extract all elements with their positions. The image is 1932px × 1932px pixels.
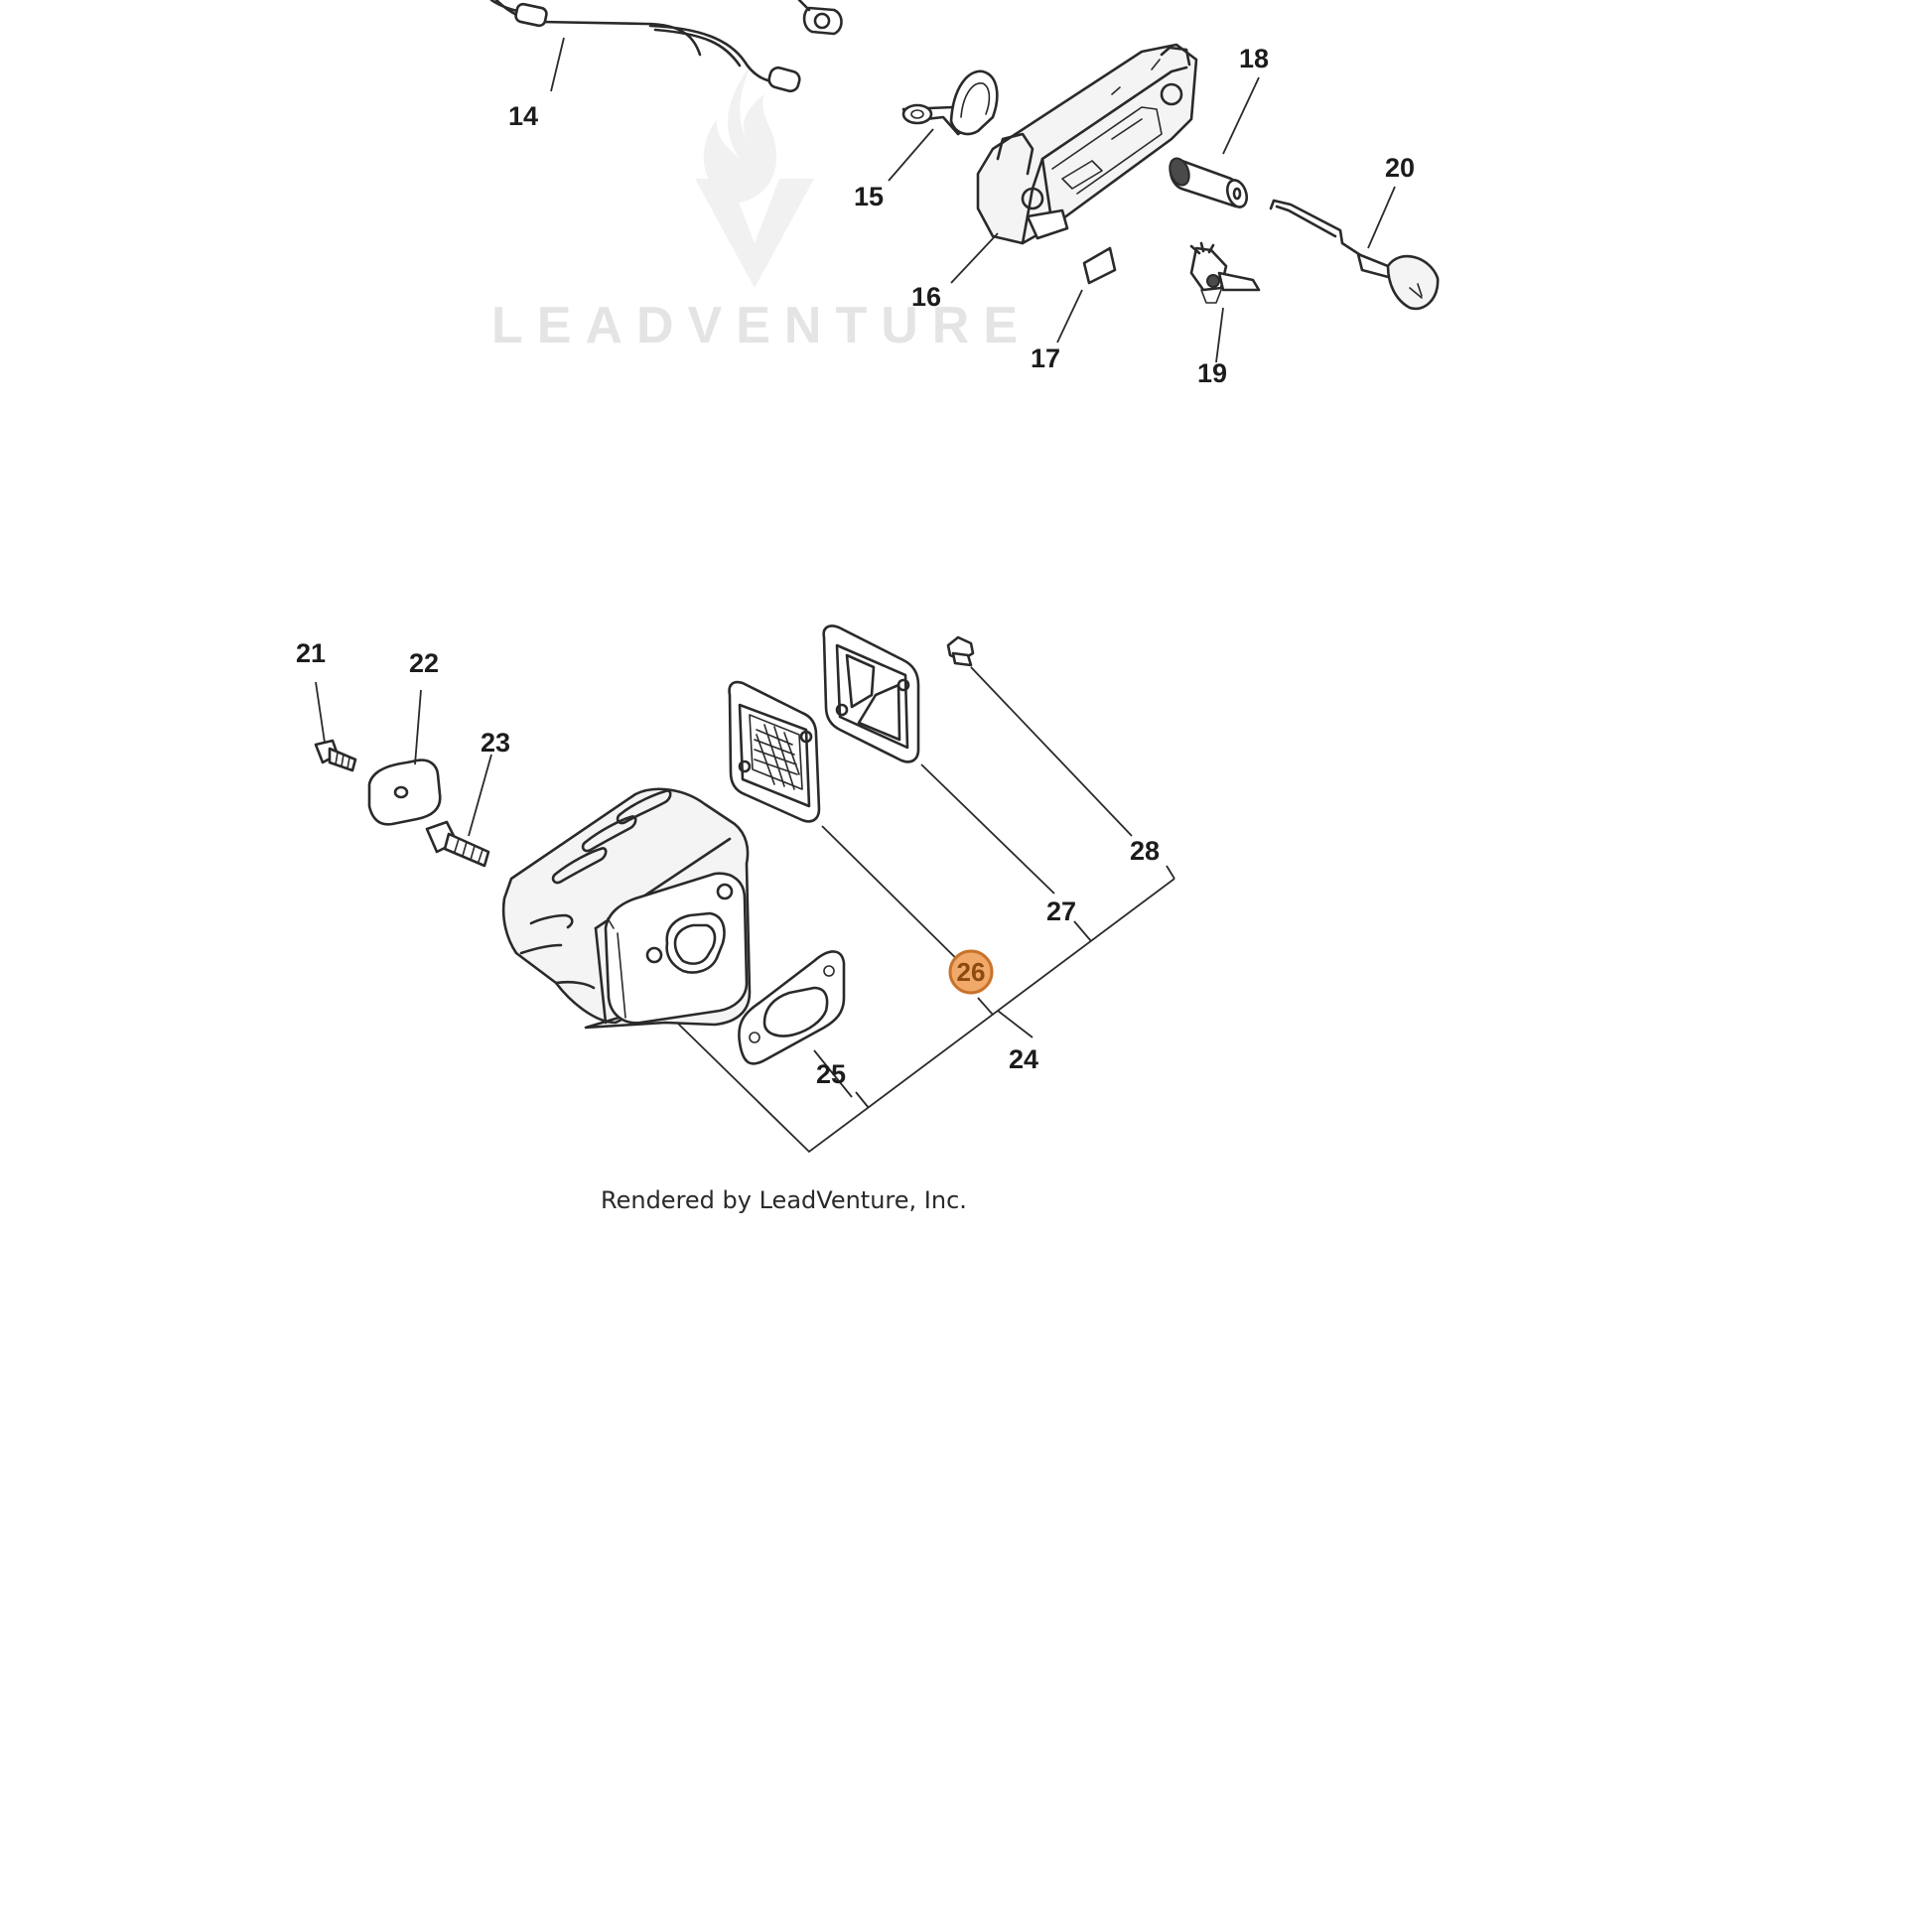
part-26-screen xyxy=(728,680,821,823)
callout-19[interactable]: 19 xyxy=(1197,358,1227,388)
part-19-switch xyxy=(1189,241,1261,304)
callout-27[interactable]: 27 xyxy=(1046,897,1076,926)
part-22-plate xyxy=(367,759,442,826)
part-14-wire-harness xyxy=(489,0,843,93)
part-24-muffler xyxy=(501,787,752,1030)
leader-lines xyxy=(315,37,1396,1154)
flame-v-logo-icon xyxy=(695,60,814,288)
watermark: LEADVENTURE xyxy=(491,60,1032,354)
callout-25[interactable]: 25 xyxy=(816,1059,846,1089)
callout-15[interactable]: 15 xyxy=(854,182,884,211)
callout-21[interactable]: 21 xyxy=(296,638,326,668)
render-credit: Rendered by LeadVenture, Inc. xyxy=(601,1186,967,1214)
callout-16[interactable]: 16 xyxy=(911,282,941,312)
part-18-sleeve xyxy=(1169,157,1249,208)
part-25-gasket xyxy=(738,950,846,1065)
callout-23[interactable]: 23 xyxy=(481,728,510,758)
callout-26[interactable]: 26 xyxy=(957,957,986,987)
callout-20[interactable]: 20 xyxy=(1385,153,1415,183)
callouts: 14 15 16 17 18 19 20 21 22 23 24 25 27 2… xyxy=(296,44,1415,1089)
callout-18[interactable]: 18 xyxy=(1239,44,1269,73)
part-20-choke-rod xyxy=(1269,199,1440,311)
screen-mesh xyxy=(754,724,800,790)
part-23-bolt xyxy=(425,820,490,868)
part-27-gasket xyxy=(822,624,920,763)
part-17-pad xyxy=(1082,246,1117,285)
callout-17[interactable]: 17 xyxy=(1031,344,1060,373)
callout-14[interactable]: 14 xyxy=(508,101,538,131)
callout-28[interactable]: 28 xyxy=(1130,836,1160,866)
watermark-text: LEADVENTURE xyxy=(491,297,1032,354)
callout-22[interactable]: 22 xyxy=(409,648,439,678)
part-21-screw xyxy=(314,739,357,772)
part-28-screw xyxy=(946,635,975,667)
part-15-bracket xyxy=(901,69,999,136)
part-16-housing xyxy=(976,43,1198,245)
callout-26-highlight[interactable]: 26 xyxy=(948,949,994,995)
callout-24[interactable]: 24 xyxy=(1009,1044,1038,1074)
